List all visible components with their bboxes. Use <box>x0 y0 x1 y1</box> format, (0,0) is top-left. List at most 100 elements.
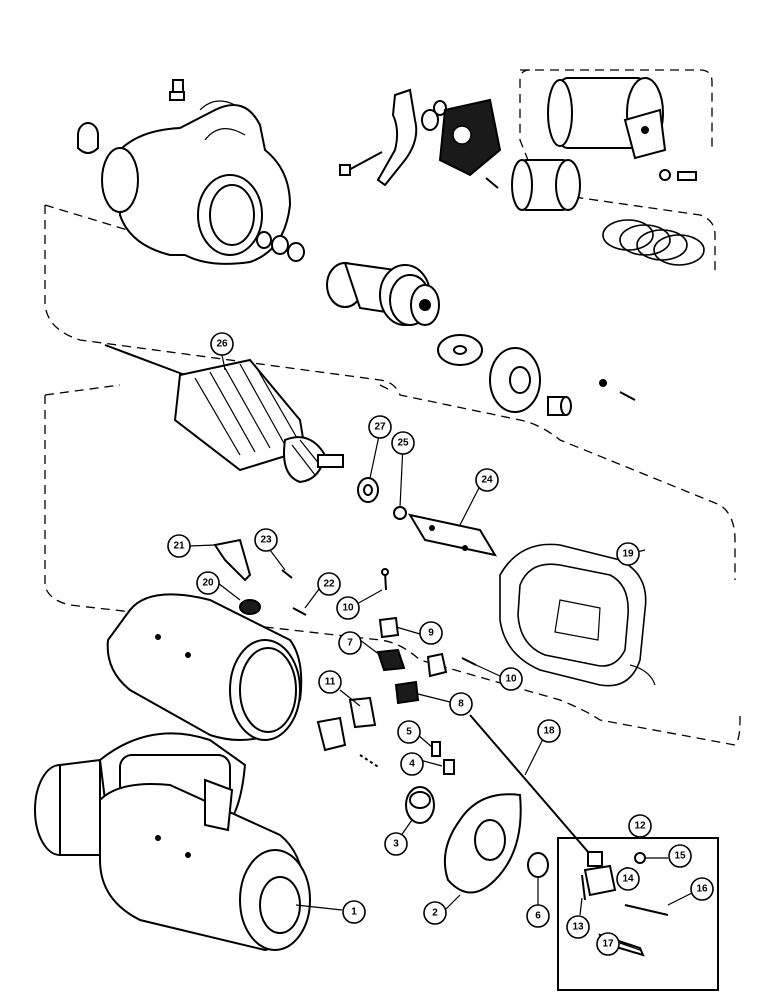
small-screw-pair <box>599 379 636 401</box>
svg-text:4: 4 <box>409 759 415 770</box>
field-coils <box>499 543 656 687</box>
solenoid-plunger <box>511 159 581 211</box>
svg-text:13: 13 <box>572 922 584 933</box>
svg-text:16: 16 <box>696 884 708 895</box>
svg-text:12: 12 <box>634 821 646 832</box>
svg-text:8: 8 <box>458 699 464 710</box>
svg-text:10: 10 <box>505 674 517 685</box>
callout-4: 4 <box>400 752 424 776</box>
plug-6 <box>527 852 549 878</box>
svg-text:1: 1 <box>351 907 357 918</box>
pole-shoe <box>407 513 498 557</box>
svg-text:7: 7 <box>347 638 353 649</box>
plunger-seal-plate <box>438 98 502 177</box>
callout-11: 11 <box>318 670 342 694</box>
svg-text:10: 10 <box>342 603 354 614</box>
callout-21: 21 <box>167 534 191 558</box>
callout-25: 25 <box>391 431 415 455</box>
armature <box>104 344 344 484</box>
callout-16: 16 <box>690 877 714 901</box>
callout-10-top: 10 <box>336 596 360 620</box>
shift-lever <box>376 88 447 187</box>
insulator-screw-23 <box>281 569 293 579</box>
callout-9: 9 <box>419 621 443 645</box>
svg-text:17: 17 <box>602 939 614 950</box>
svg-text:19: 19 <box>622 549 634 560</box>
svg-text:6: 6 <box>535 911 541 922</box>
terminal-bracket-13 <box>581 874 586 901</box>
callout-13: 13 <box>566 915 590 939</box>
callout-18: 18 <box>537 719 561 743</box>
brush-screw-10-top <box>381 568 389 591</box>
brush-plate-bracket <box>316 716 347 752</box>
callout-20: 20 <box>196 571 220 595</box>
commutator-end-frame <box>443 793 522 894</box>
oil-plug <box>169 79 185 101</box>
plunger-spring <box>602 219 705 266</box>
terminal-stud-16 <box>624 904 669 916</box>
svg-text:11: 11 <box>325 677 336 688</box>
assembled-starter-motor <box>34 732 311 952</box>
thrust-washer-large <box>437 334 483 366</box>
armature-thrust-washer <box>357 477 379 503</box>
brush-screw-22 <box>292 607 307 616</box>
svg-text:24: 24 <box>481 475 493 486</box>
svg-text:25: 25 <box>397 438 409 449</box>
brush-holder-bolt <box>393 506 407 520</box>
terminal-nut-15 <box>634 852 646 864</box>
svg-text:3: 3 <box>393 839 399 850</box>
svg-text:14: 14 <box>622 874 634 885</box>
intermediate-bushing <box>547 396 572 416</box>
brush-screw-10-right <box>461 657 477 666</box>
callout-8: 8 <box>449 692 473 716</box>
callout-15: 15 <box>668 844 692 868</box>
callout-2: 2 <box>423 901 447 925</box>
plunger-pin <box>485 177 499 189</box>
pinion-stop-collar <box>489 347 541 413</box>
callout-1: 1 <box>342 900 366 924</box>
brush-spring-7 <box>376 648 406 672</box>
terminal-plate <box>583 864 617 897</box>
field-frame <box>106 593 303 741</box>
svg-text:21: 21 <box>173 541 185 552</box>
svg-text:5: 5 <box>406 727 412 738</box>
housing-bushing <box>77 122 99 154</box>
callout-7: 7 <box>338 631 362 655</box>
drive-pinion-assembly <box>326 261 440 326</box>
svg-text:15: 15 <box>674 851 686 862</box>
brush-holder-8 <box>394 680 420 705</box>
through-bolt <box>469 714 603 867</box>
callout-6: 6 <box>526 904 550 928</box>
solenoid-switch <box>547 77 667 160</box>
drive-group-outline <box>44 204 736 580</box>
field-group-outline <box>44 384 741 746</box>
commutator-end-bushing <box>405 786 435 824</box>
callout-24: 24 <box>475 468 499 492</box>
svg-text:20: 20 <box>202 578 214 589</box>
inset-box-12 <box>557 837 719 991</box>
brush-11 <box>348 696 377 729</box>
svg-text:18: 18 <box>543 726 555 737</box>
svg-text:27: 27 <box>374 422 386 433</box>
callout-26: 26 <box>210 332 234 356</box>
brush-holder-bracket <box>213 538 252 582</box>
callout-27: 27 <box>368 415 392 439</box>
oil-plug-4 <box>443 759 455 775</box>
callout-19: 19 <box>616 542 640 566</box>
callout-17: 17 <box>596 932 620 956</box>
solenoid-nut-screw <box>659 169 697 181</box>
brush-9 <box>378 616 448 678</box>
svg-text:23: 23 <box>260 535 272 546</box>
brush-pin <box>359 754 381 769</box>
svg-text:9: 9 <box>428 628 434 639</box>
callout-3: 3 <box>384 832 408 856</box>
callout-23: 23 <box>254 528 278 552</box>
callout-5: 5 <box>397 720 421 744</box>
callout-10-right: 10 <box>499 667 523 691</box>
callout-12: 12 <box>628 814 652 838</box>
washers-set-a <box>256 231 305 262</box>
oil-wick-screw-5 <box>431 741 441 757</box>
callout-22: 22 <box>317 572 341 596</box>
svg-text:2: 2 <box>432 908 438 919</box>
